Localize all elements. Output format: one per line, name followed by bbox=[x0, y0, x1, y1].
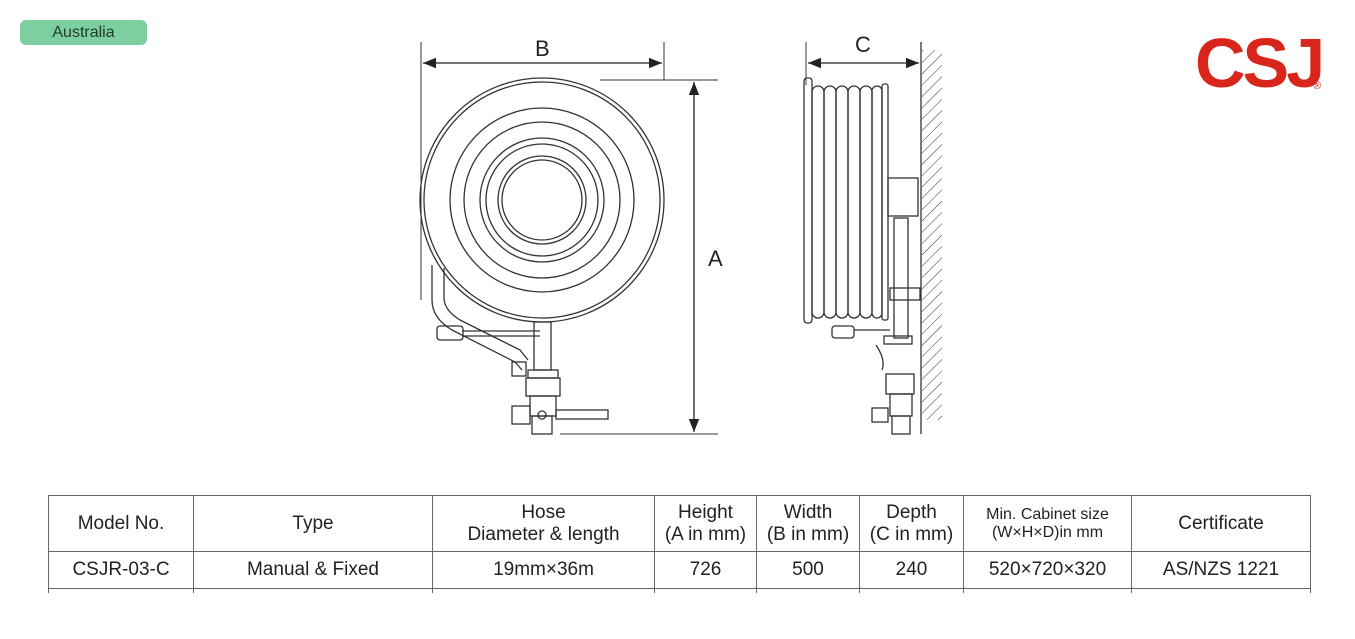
header-width-line2: (B in mm) bbox=[766, 523, 850, 545]
header-cabinet-line1: Min. Cabinet size bbox=[986, 505, 1109, 523]
header-width-line1: Width bbox=[783, 501, 833, 523]
registered-mark: ® bbox=[1313, 80, 1322, 92]
table-tail-row bbox=[48, 588, 1311, 593]
dimension-label-c: C bbox=[855, 32, 871, 57]
header-hose-line2: Diameter & length bbox=[467, 523, 620, 545]
header-type: Type bbox=[193, 495, 433, 552]
cell-certificate: AS/NZS 1221 bbox=[1131, 551, 1311, 589]
header-hose: Hose Diameter & length bbox=[432, 495, 655, 552]
header-hose-line1: Hose bbox=[521, 501, 566, 523]
cell-width: 500 bbox=[756, 551, 860, 589]
table-header-row: Model No. Type Hose Diameter & length He… bbox=[48, 495, 1311, 552]
tail-cell bbox=[859, 588, 964, 593]
header-height-line2: (A in mm) bbox=[664, 523, 747, 545]
cell-hose: 19mm×36m bbox=[432, 551, 655, 589]
front-view bbox=[419, 42, 718, 435]
dimension-label-b: B bbox=[535, 36, 550, 61]
tail-cell bbox=[1131, 588, 1311, 593]
header-height-line1: Height bbox=[678, 501, 733, 523]
cell-height: 726 bbox=[654, 551, 757, 589]
side-view bbox=[803, 42, 942, 435]
tail-cell bbox=[48, 588, 194, 593]
header-model: Model No. bbox=[48, 495, 194, 552]
header-certificate: Certificate bbox=[1131, 495, 1311, 552]
cell-cabinet: 520×720×320 bbox=[963, 551, 1132, 589]
spec-table: Model No. Type Hose Diameter & length He… bbox=[48, 495, 1311, 593]
header-depth-line2: (C in mm) bbox=[869, 523, 954, 545]
region-badge: Australia bbox=[20, 20, 147, 45]
brand-name: CSJ bbox=[1195, 24, 1325, 102]
header-cabinet: Min. Cabinet size (W×H×D)in mm bbox=[963, 495, 1132, 552]
tail-cell bbox=[432, 588, 655, 593]
header-height: Height (A in mm) bbox=[654, 495, 757, 552]
table-row: CSJR-03-C Manual & Fixed 19mm×36m 726 50… bbox=[48, 551, 1311, 589]
tail-cell bbox=[963, 588, 1132, 593]
cell-depth: 240 bbox=[859, 551, 964, 589]
header-cabinet-line2: (W×H×D)in mm bbox=[991, 523, 1104, 541]
header-depth: Depth (C in mm) bbox=[859, 495, 964, 552]
header-width: Width (B in mm) bbox=[756, 495, 860, 552]
cell-type: Manual & Fixed bbox=[193, 551, 433, 589]
tail-cell bbox=[756, 588, 860, 593]
hose-reel-technical-drawing: B A C bbox=[419, 32, 942, 435]
tail-cell bbox=[654, 588, 757, 593]
tail-cell bbox=[193, 588, 433, 593]
cell-model: CSJR-03-C bbox=[48, 551, 194, 589]
dimension-label-a: A bbox=[708, 246, 723, 271]
header-depth-line1: Depth bbox=[886, 501, 937, 523]
brand-logo: CSJ ® bbox=[1195, 24, 1325, 102]
